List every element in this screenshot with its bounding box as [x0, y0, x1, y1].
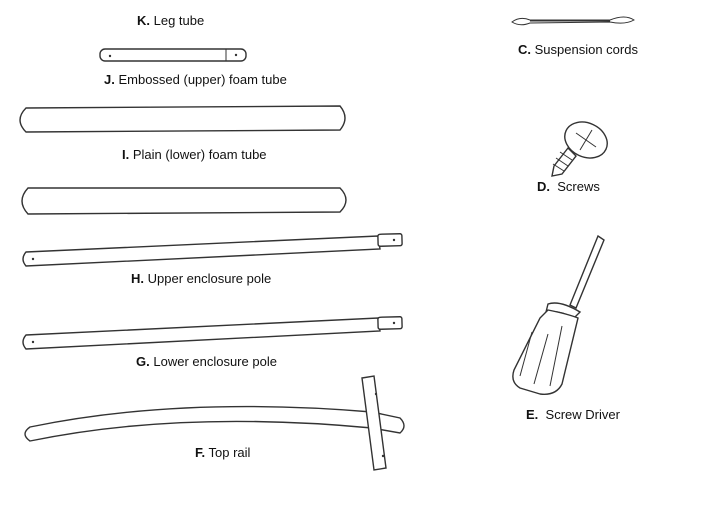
screw-drawing [551, 121, 608, 177]
upper-enclosure-pole-drawing [22, 233, 403, 267]
label-screws: D. Screws [537, 179, 600, 194]
embossed-foam-tube-drawing [99, 48, 247, 62]
label-embossed-foam-tube: J. Embossed (upper) foam tube [104, 72, 287, 87]
suspension-cords-drawing [511, 16, 635, 26]
label-upper-enclosure-pole: H. Upper enclosure pole [131, 271, 272, 286]
top-rail-drawing [24, 375, 405, 471]
label-suspension-cords: C. Suspension cords [518, 42, 638, 57]
label-top-rail: F. Top rail [195, 445, 251, 460]
label-lower-enclosure-pole: G. Lower enclosure pole [136, 354, 277, 369]
plain-foam-tube-drawing [19, 105, 346, 133]
label-plain-foam-tube: I. Plain (lower) foam tube [122, 147, 267, 162]
screwdriver-drawing [512, 234, 605, 395]
lower-enclosure-pole-drawing [22, 316, 403, 350]
label-leg-tube: K. Leg tube [137, 13, 205, 28]
label-screw-driver: E. Screw Driver [526, 407, 620, 422]
foam-tube-drawing [21, 187, 347, 215]
